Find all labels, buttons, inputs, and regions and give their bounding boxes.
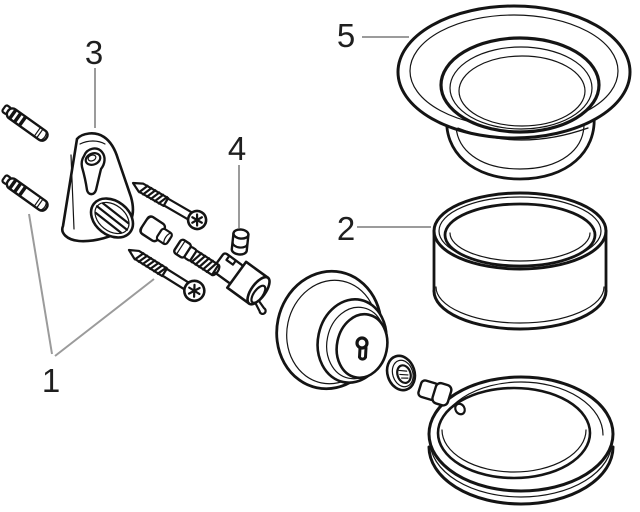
ring-hole [454, 402, 466, 416]
wall-plug-upper-drawing [1, 104, 49, 142]
dish-insert-drawing [396, 4, 632, 181]
leader-lines [28, 36, 431, 357]
label-2: 2 [337, 210, 355, 247]
wall-bracket-drawing [61, 132, 135, 243]
pin-drawing [417, 379, 453, 407]
screw-short-drawing [173, 238, 221, 277]
screw-long-upper-drawing [131, 181, 208, 231]
holder-ring-drawing [427, 375, 615, 506]
escutcheon-drawing [275, 269, 389, 391]
label-4: 4 [228, 130, 246, 167]
label-1: 1 [42, 362, 60, 399]
keyhole-slot [355, 336, 369, 361]
cover-cap-drawing [385, 354, 417, 392]
sleeve-drawing [139, 215, 173, 246]
torx-recess [191, 213, 204, 227]
leader-line-1a [28, 213, 53, 355]
screw-long-lower-drawing [127, 248, 206, 303]
label-3: 3 [85, 34, 103, 71]
wall-plug-lower-drawing [1, 174, 49, 212]
cartridge-drawing [211, 252, 271, 315]
torx-recess [187, 283, 201, 298]
leader-line-1b [54, 278, 155, 357]
label-5: 5 [337, 17, 355, 54]
cartridge-pin [254, 299, 267, 315]
spacer-ring-drawing [432, 191, 608, 331]
buffer-pin-drawing [230, 228, 250, 256]
bracket-socket [89, 197, 135, 239]
